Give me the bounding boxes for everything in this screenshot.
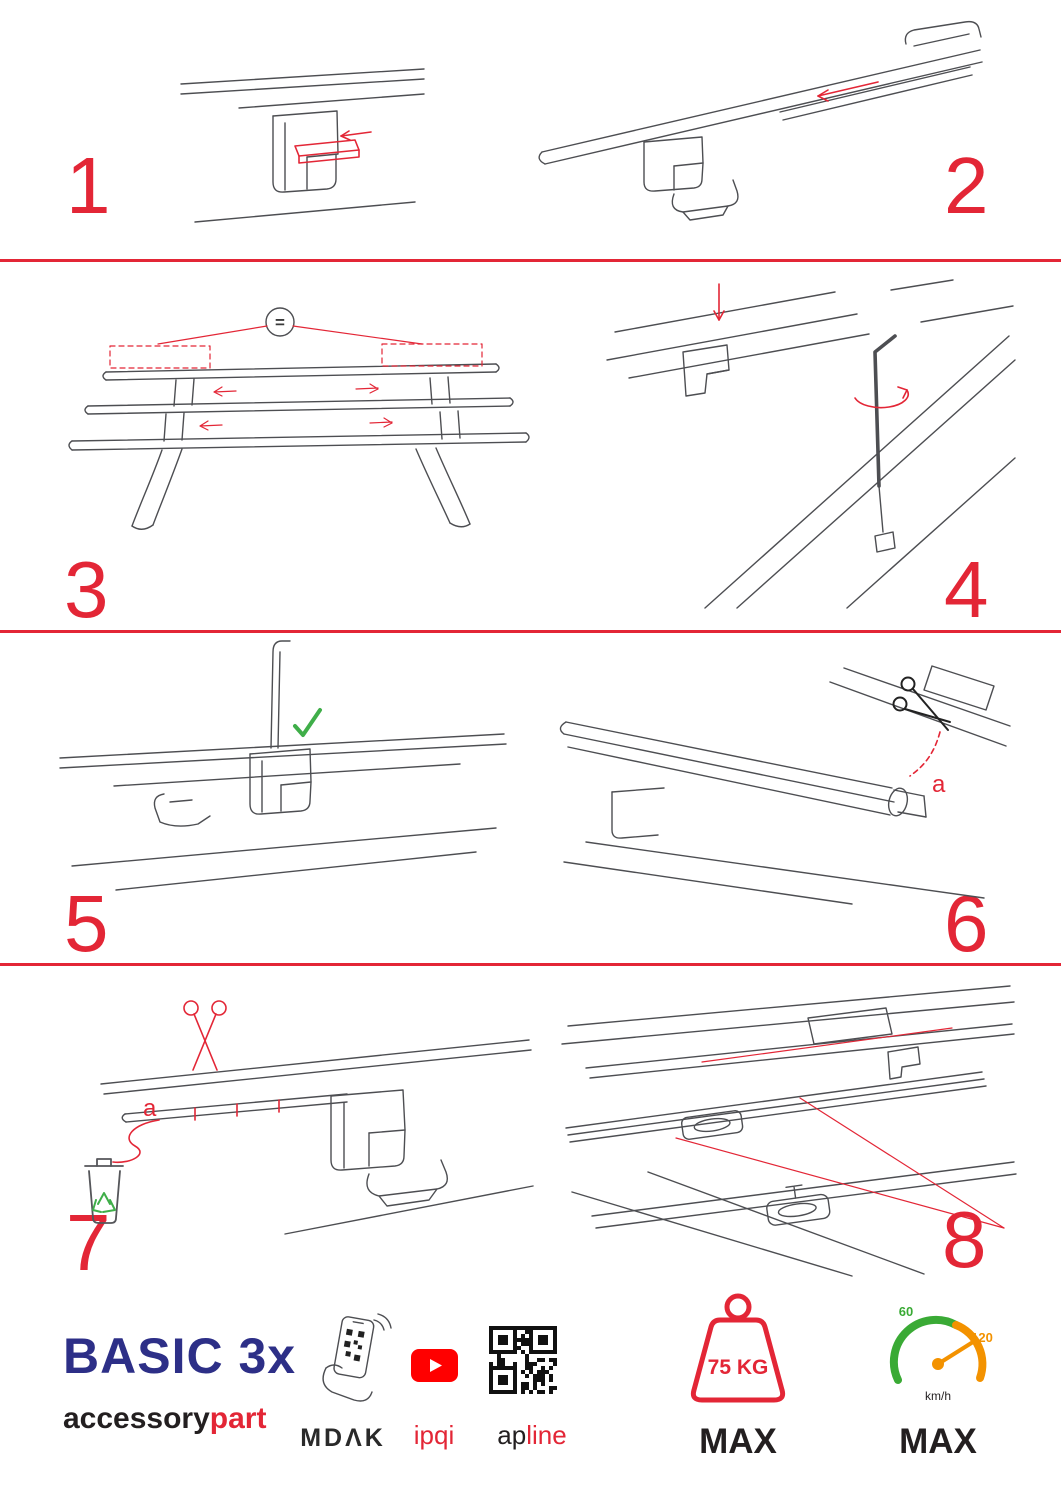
product-name: BASIC 3x: [63, 1328, 297, 1384]
qr-finders: [489, 1326, 557, 1394]
play-icon: [430, 1359, 442, 1372]
step-8-illustration: [561, 985, 1017, 1277]
speed-unit-label: km/h: [925, 1389, 951, 1403]
measure-overlay: [109, 325, 483, 431]
step-7-number: 7: [66, 1198, 111, 1287]
youtube-icon: [411, 1349, 458, 1382]
weight-limit-value: 75 KG: [708, 1356, 769, 1379]
step-3-illustration: =: [68, 307, 530, 530]
phone-scan-icon: [322, 1313, 392, 1402]
mini-qr-icon: [343, 1328, 365, 1362]
step-4-number: 4: [944, 545, 989, 634]
scissors-icon: [892, 676, 951, 731]
t-bolt-adapter: [766, 1184, 831, 1226]
brand-block: BASIC 3x accessorypart: [63, 1328, 296, 1436]
mdak-logo: MDΛK: [300, 1424, 386, 1452]
qr-modules: [489, 1326, 557, 1394]
cut-line: [909, 731, 941, 777]
weight-max-label: MAX: [699, 1422, 777, 1461]
recycle-icon: [92, 1192, 116, 1213]
leader-lines: [675, 1027, 1005, 1229]
step-5-number: 5: [64, 879, 109, 968]
step-1-number: 1: [66, 141, 111, 230]
apline-logo: apline: [487, 1420, 577, 1451]
step-5-illustration: [59, 640, 507, 891]
slide-arrow: [817, 81, 879, 102]
separator-line-2: [0, 630, 1061, 633]
step-3-number: 3: [64, 545, 109, 634]
apline-word-black: ap: [497, 1420, 527, 1450]
qr-code-icon: [489, 1326, 557, 1394]
check-icon: [293, 708, 322, 737]
equal-badge: [265, 307, 295, 337]
speed-max-label: MAX: [899, 1422, 977, 1461]
rotation-arrow: [854, 386, 909, 409]
step-6-number: 6: [944, 879, 989, 968]
rubber-pad-overlay: [294, 130, 372, 164]
brand-word-red: part: [209, 1402, 267, 1435]
cut-label: a: [143, 1095, 157, 1122]
cut-marks: [112, 1099, 280, 1164]
step-1-illustration: [180, 68, 425, 223]
brand-word-black: accessory: [63, 1402, 210, 1435]
step-6-illustration: a: [559, 665, 1011, 905]
speed-high-tick: 120: [971, 1330, 993, 1345]
speed-low-tick: 60: [899, 1304, 913, 1319]
brand-name: accessorypart: [63, 1402, 296, 1436]
equal-symbol: =: [275, 313, 285, 332]
scissors-icon: [183, 1000, 227, 1071]
step-4-illustration: [606, 279, 1016, 609]
ipqi-logo: ipqi: [413, 1420, 455, 1450]
apline-word-red: line: [526, 1420, 567, 1450]
needle-icon: [936, 1340, 975, 1366]
separator-line-3: [0, 963, 1061, 966]
down-arrow: [713, 283, 725, 321]
speedometer-icon: 60 120 km/h: [889, 1304, 993, 1403]
separator-line-1: [0, 259, 1061, 262]
allen-key-icon: [873, 334, 897, 488]
weight-limit-icon: 75 KG: [690, 1293, 786, 1403]
trash-icon: [84, 1158, 124, 1224]
step-7-illustration: a: [84, 1000, 534, 1235]
step-2-illustration: [538, 20, 983, 221]
cut-label: a: [932, 771, 946, 798]
step-2-number: 2: [944, 141, 989, 230]
